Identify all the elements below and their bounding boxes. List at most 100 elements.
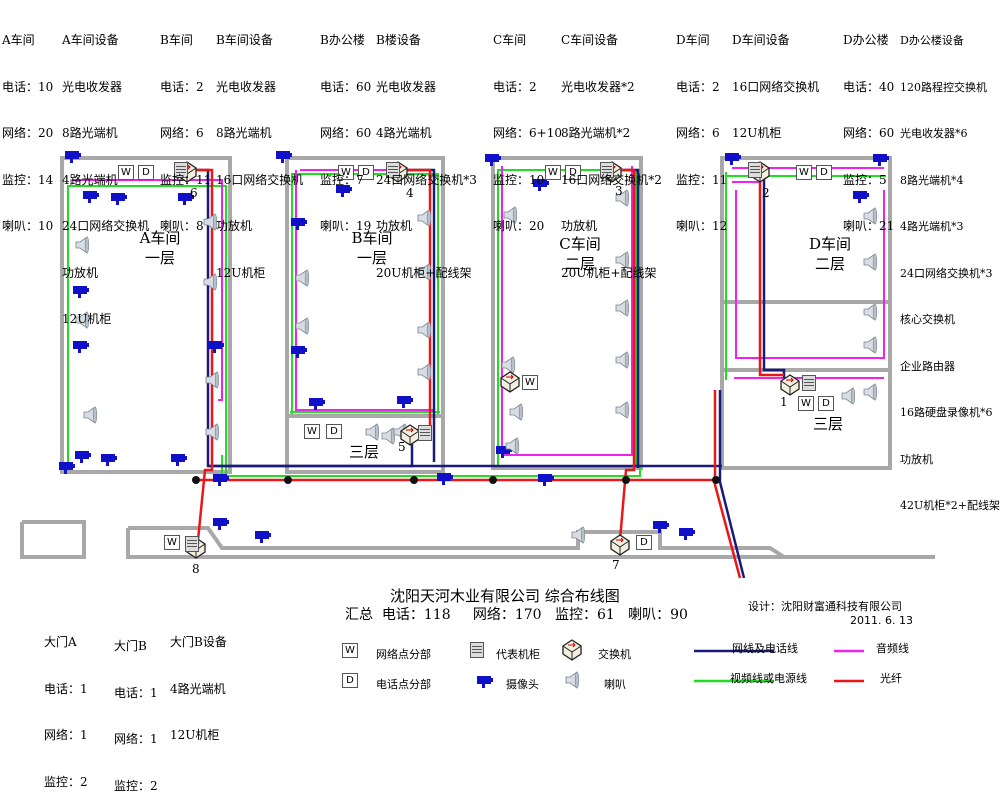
text-line: 网络：6: [160, 126, 204, 140]
cabinet-b: [386, 162, 400, 178]
text-line: 监控：5: [843, 172, 887, 187]
text-line: 光电收发器*6: [900, 127, 968, 140]
b-workshop-stats: B车间 电话：2 网络：6 监控：11 喇叭：8: [160, 2, 211, 250]
text-line: 24口网络交换机: [62, 219, 150, 233]
text-line: 网络：60: [320, 126, 372, 140]
text-line: 8路光端机*2: [561, 126, 631, 140]
cabinet-c: [600, 162, 614, 178]
w-box: W: [304, 424, 320, 439]
text-line: 功放机: [376, 219, 413, 233]
text-line: 网络：60: [843, 126, 895, 140]
node-7: 7: [612, 558, 620, 572]
w-box: W: [164, 535, 180, 550]
text-line: 功放机: [900, 452, 933, 466]
text-line: 大门B: [114, 639, 147, 653]
legend-d-box: D: [342, 673, 358, 688]
text-line: 16路硬盘录像机*6: [900, 406, 993, 419]
text-line: 功放机: [216, 219, 253, 233]
cabinet-gate-a: [185, 536, 199, 552]
text-line: 监控：11: [160, 172, 212, 187]
text-line: 电话：40: [843, 79, 895, 94]
text-line: 电话：60: [320, 79, 372, 94]
text-line: 12U机柜: [732, 126, 782, 140]
legend-camera-label: 摄像头: [506, 678, 539, 691]
text-line: 网络：1: [114, 732, 158, 746]
text-line: 24口网络交换机*3: [900, 266, 993, 280]
text-line: 20U机柜+配线架: [561, 265, 657, 280]
c-equipment-list: C车间设备 光电收发器*2 8路光端机*2 16口网络交换机*2 功放机 20U…: [561, 2, 662, 297]
cabinet-b3: [418, 425, 432, 441]
text-line: 喇叭：21: [843, 219, 895, 233]
text-line: 监控：10: [493, 172, 545, 187]
text-line: 16口网络交换机*2: [561, 172, 662, 187]
summary-totals: 汇总 电话：118 网络：170 监控：61 喇叭：90: [345, 607, 688, 623]
text-line: D办公楼: [843, 33, 889, 47]
cabinet-d: [748, 162, 762, 178]
text-line: 8路光端机: [62, 126, 118, 140]
building-d-3f-label: 三层: [812, 415, 843, 433]
node-1: 1: [780, 395, 788, 409]
b-office-equipment-list: B楼设备 光电收发器 4路光端机 24口网络交换机*3 功放机 20U机柜+配线…: [376, 2, 477, 297]
text-line: 120路程控交换机: [900, 80, 987, 94]
legend-cabinet-icon: [470, 642, 484, 658]
w-box: W: [118, 165, 134, 180]
d-workshop-stats: D车间 电话：2 网络：6 监控：11 喇叭：12: [676, 2, 727, 250]
d-box: D: [326, 424, 342, 439]
legend-cabinet-label: 代表机柜: [496, 648, 540, 661]
b-office-stats: B办公楼 电话：60 网络：60 监控：7 喇叭：19: [320, 2, 371, 250]
gate-b-stats: 大门B 电话：1 网络：1 监控：2: [114, 608, 158, 810]
diagram-title: 沈阳天河木业有限公司 综合布线图: [390, 587, 620, 605]
text-line: 42U机柜*2+配线架: [900, 499, 1000, 512]
legend-switch-label: 交换机: [598, 648, 631, 661]
text-line: 大门B设备: [170, 635, 227, 649]
building-c-label: C车间 二层: [559, 235, 601, 273]
node-6: 6: [190, 186, 198, 200]
cabinet-a: [174, 162, 188, 178]
text-line: 功放机: [561, 219, 598, 233]
text-line: 喇叭：20: [493, 219, 545, 233]
text-line: 12U机柜: [170, 728, 220, 742]
text-line: 大门A: [44, 635, 77, 649]
w-box: W: [798, 396, 814, 411]
legend-d-label: 电话点分部: [376, 678, 431, 691]
text-line: D办公楼设备: [900, 34, 964, 47]
designer: 设计：沈阳财富通科技有限公司: [748, 600, 902, 613]
text-line: 20U机柜+配线架: [376, 265, 472, 280]
a-workshop-stats: A车间 电话：10 网络：20 监控：14 喇叭：10: [2, 2, 53, 250]
w-box: W: [545, 165, 561, 180]
gate-b-equipment-list: 大门B设备 4路光端机 12U机柜: [170, 604, 227, 759]
text-line: C车间: [493, 33, 527, 47]
b-equipment-list: B车间设备 光电收发器 8路光端机 16口网络交换机 功放机 12U机柜: [216, 2, 303, 297]
building-b-label: B车间 一层: [351, 229, 393, 267]
text-line: 电话：10: [2, 79, 54, 94]
legend-fiber-label: 光纤: [880, 672, 902, 685]
text-line: 电话：1: [114, 685, 158, 700]
legend-network-line-label: 网线及电话线: [732, 642, 798, 655]
text-line: 12U机柜: [62, 312, 112, 326]
text-line: 网络：6+10: [493, 126, 562, 140]
text-line: 24口网络交换机*3: [376, 172, 477, 187]
text-line: B楼设备: [376, 33, 421, 47]
text-line: 网络：6: [676, 126, 720, 140]
text-line: 4路光端机: [170, 681, 226, 696]
node-2: 2: [762, 186, 770, 200]
text-line: 监控：11: [676, 172, 728, 187]
text-line: 4路光端机*3: [900, 220, 964, 233]
text-line: C车间设备: [561, 33, 619, 47]
legend-w-box: W: [342, 643, 358, 658]
text-line: 光电收发器*2: [561, 79, 635, 94]
d-box: D: [358, 165, 374, 180]
text-line: 电话：2: [160, 79, 204, 94]
text-line: D车间设备: [732, 33, 790, 47]
text-line: 8路光端机: [216, 126, 272, 140]
d-equipment-list: D车间设备 16口网络交换机 12U机柜: [732, 2, 819, 157]
gate-a-stats: 大门A 电话：1 网络：1 监控：2: [44, 604, 88, 806]
d-box: D: [816, 165, 832, 180]
d-office-stats: D办公楼 电话：40 网络：60 监控：5 喇叭：21: [843, 2, 894, 250]
text-line: 光电收发器: [62, 79, 123, 94]
text-line: 喇叭：8: [160, 219, 204, 233]
w-box: W: [796, 165, 812, 180]
text-line: A车间设备: [62, 33, 119, 47]
building-b-3f-label: 三层: [348, 443, 379, 461]
text-line: 4路光端机: [376, 126, 432, 140]
